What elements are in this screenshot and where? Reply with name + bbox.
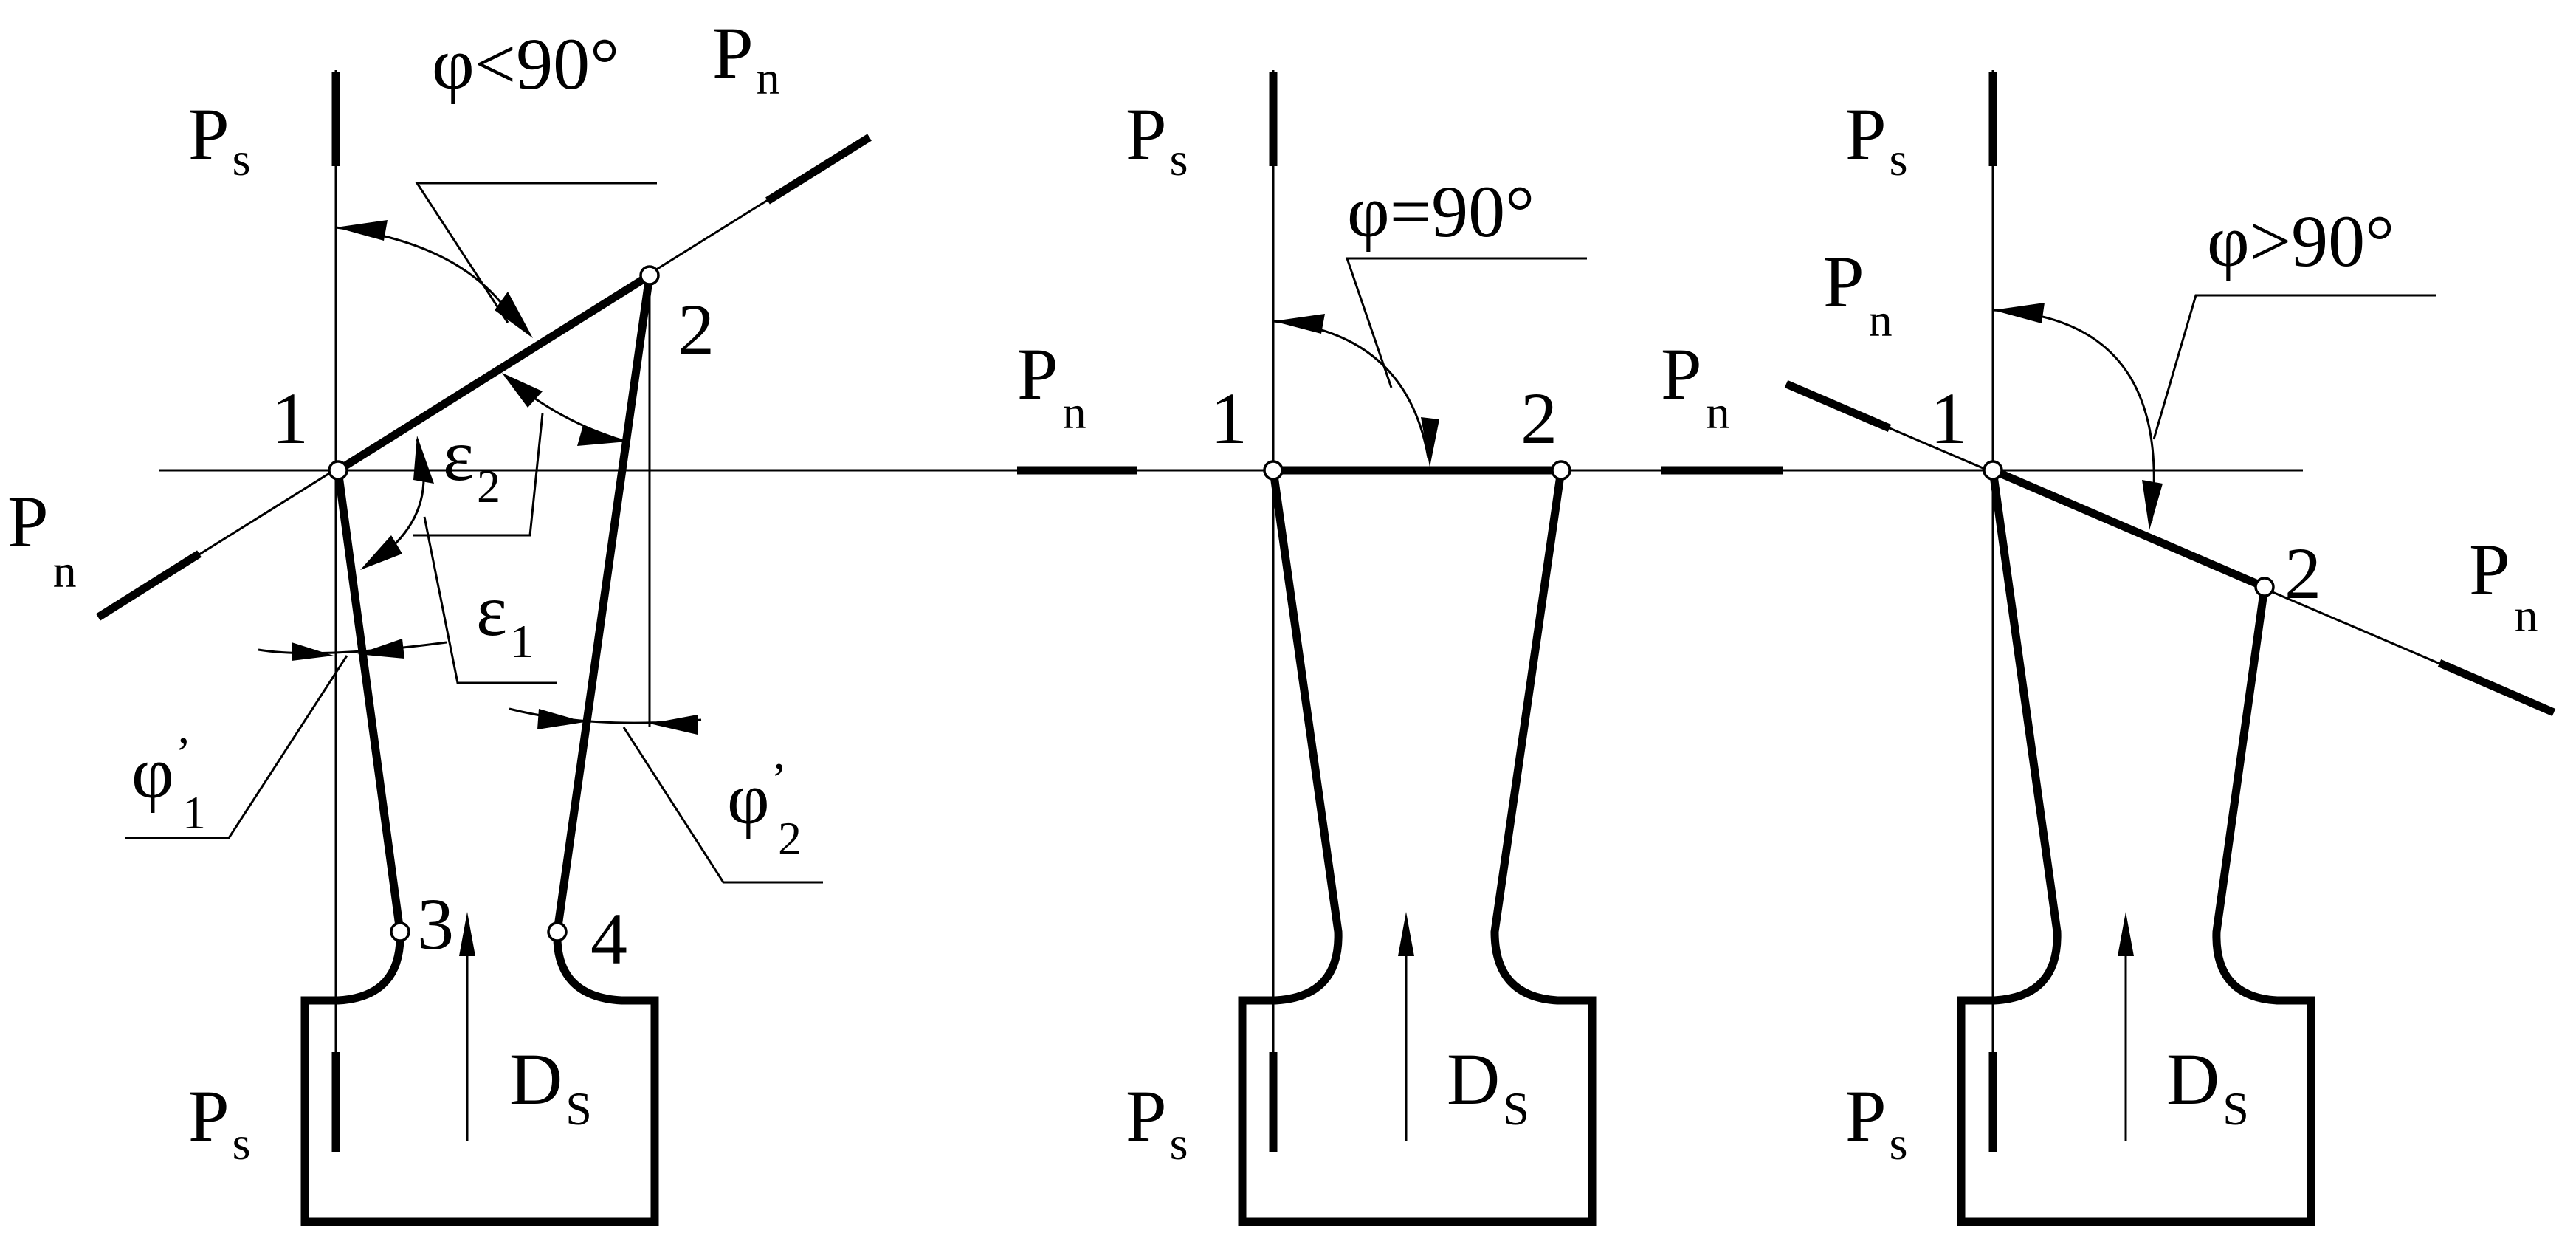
phi-leader — [1345, 257, 1587, 388]
tool-body-outline — [1238, 470, 1597, 1226]
phi-leader — [415, 182, 657, 323]
arrow-head — [1421, 417, 1439, 467]
pn-label-right: Pn — [2469, 529, 2538, 642]
point-2 — [639, 265, 660, 286]
phi1-dim-arc — [258, 641, 447, 655]
arrow-head — [495, 292, 533, 338]
pn-label-right: Pn — [1661, 333, 1730, 439]
arrow-head — [502, 373, 543, 408]
phi-angle-arc — [1992, 309, 2155, 521]
phi-angle-arc — [335, 226, 518, 326]
arrow-head — [1273, 314, 1325, 334]
phi-angle-arc — [1272, 320, 1430, 458]
ds-label: DS — [1447, 1038, 1529, 1135]
ds-label: DS — [509, 1038, 592, 1135]
main-cutting-edge — [336, 272, 652, 474]
point-2 — [2254, 577, 2275, 597]
angle-label: φ=90° — [1347, 171, 1535, 253]
pn-label-left: Pn — [1017, 333, 1086, 439]
arrow-head — [2142, 480, 2163, 530]
ps-label-top: Ps — [1126, 93, 1188, 185]
arrow-head — [336, 220, 388, 241]
arrow-head — [577, 425, 627, 446]
ps-label-top: Ps — [1845, 93, 1908, 185]
phi1-leader — [125, 655, 348, 839]
point-1 — [328, 460, 348, 481]
pn-lower-segment — [2437, 659, 2556, 717]
point-1 — [1263, 460, 1284, 481]
tool-body-outline — [300, 275, 659, 1226]
arrow-head — [357, 639, 404, 659]
feed-arrow-head — [459, 912, 475, 956]
feed-arrow-head — [2118, 912, 2134, 956]
ps-label-bottom: Ps — [1845, 1075, 1908, 1170]
panel-right-angle: Ps φ=90° Pn 1 2 Pn Ps DS — [1017, 70, 1783, 1226]
ps-label-bottom: Ps — [188, 1075, 251, 1170]
pn-lower-segment — [96, 550, 202, 621]
feed-arrow-head — [1398, 912, 1414, 956]
arrow-head — [650, 715, 698, 735]
pn-upper-segment — [1784, 379, 1892, 433]
eps1-label: ε1 — [476, 569, 534, 667]
point-2-label: 2 — [1521, 377, 1557, 459]
tool-body-outline — [1957, 470, 2315, 1226]
point-2-label: 2 — [2284, 532, 2321, 614]
arrow-head — [537, 709, 585, 729]
eps1-leader — [423, 516, 557, 684]
arrow-head — [413, 436, 434, 484]
angle-label: φ<90° — [432, 23, 619, 105]
point-1-label: 1 — [1210, 377, 1247, 459]
point-1-label: 1 — [1930, 377, 1967, 459]
point-2 — [1551, 460, 1571, 481]
ds-label: DS — [2166, 1038, 2249, 1135]
panel-acute: Ps Pn Pn φ<90° 1 2 3 4 ε2 ε1 φ’1 φ’2 Ps … — [7, 12, 872, 1226]
ps-label-bottom: Ps — [1126, 1075, 1188, 1170]
eps2-leader — [413, 413, 544, 537]
point-1-label: 1 — [272, 377, 309, 459]
point-1 — [1983, 460, 2003, 481]
point-4-label: 4 — [590, 898, 627, 980]
pn-label-top: Pn — [712, 12, 780, 104]
main-cutting-edge — [1991, 466, 2267, 591]
point-4 — [547, 921, 568, 942]
point-3 — [390, 921, 410, 942]
arrow-head — [292, 642, 334, 661]
pn-label-left: Pn — [1823, 241, 1893, 346]
phi1-prime-label: φ’1 — [131, 727, 206, 839]
point-2-label: 2 — [678, 289, 714, 371]
arrow-head — [1993, 303, 2045, 323]
panel-obtuse: Ps Pn φ>90° 1 2 Pn Ps DS — [1784, 70, 2556, 1226]
phi-leader — [2152, 294, 2436, 440]
ps-label-top: Ps — [188, 93, 251, 185]
eps2-label: ε2 — [443, 414, 500, 512]
phi2-leader — [622, 727, 823, 884]
point-3-label: 3 — [417, 883, 454, 965]
phi2-prime-label: φ’2 — [727, 753, 802, 865]
pn-upper-segment — [765, 134, 872, 205]
arrow-head — [360, 535, 402, 570]
pn-label-left: Pn — [7, 481, 77, 597]
angle-label: φ>90° — [2207, 200, 2394, 282]
